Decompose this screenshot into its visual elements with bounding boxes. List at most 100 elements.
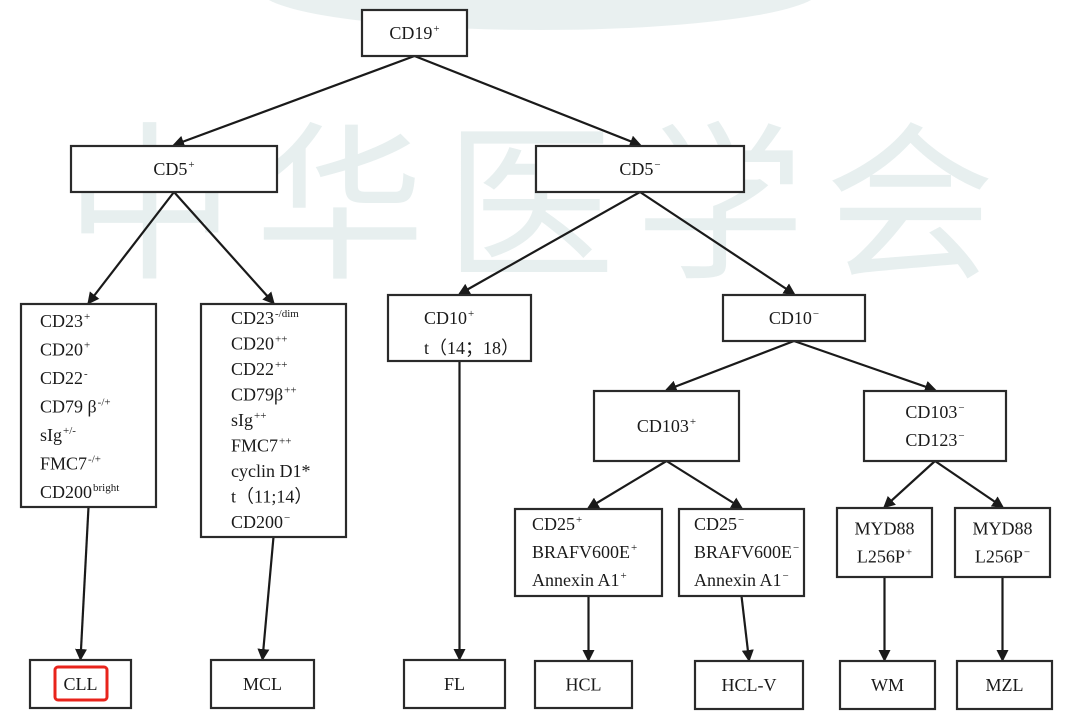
node-mcl: MCL: [209, 658, 316, 710]
node-label-line: BRAFV600E−: [694, 542, 799, 562]
node-cd103pos: CD103+: [592, 389, 741, 463]
node-label-line: CD20++: [231, 334, 287, 354]
node-box: [955, 659, 1054, 711]
marker-name: CD5: [153, 159, 187, 179]
marker-name: BRAFV600E: [532, 542, 630, 562]
node-label-line: MZL: [986, 675, 1024, 695]
node-hclv: HCL-V: [693, 659, 805, 711]
marker-name: CD5: [619, 159, 653, 179]
edge-cd5neg-to-cd10pos: [457, 191, 641, 295]
marker-expression-superscript: −: [783, 570, 789, 582]
node-label-line: CD79 β-/+: [40, 397, 111, 417]
marker-name: L256P: [975, 547, 1023, 567]
node-label-line: CD10+: [424, 308, 474, 328]
node-label-line: L256P−: [975, 547, 1030, 567]
marker-expression-superscript: +: [621, 570, 627, 582]
node-label-line: CD200−: [231, 512, 290, 532]
node-label-line: CLL: [64, 674, 98, 694]
node-box: [69, 144, 279, 194]
node-box: [19, 302, 158, 509]
marker-expression-superscript: −: [958, 402, 964, 414]
node-cd5pos: CD5+: [69, 144, 279, 194]
node-box: [199, 302, 348, 539]
marker-name: Annexin A1: [694, 570, 782, 590]
marker-name: MCL: [243, 674, 282, 694]
node-label-line: L256P+: [857, 547, 912, 567]
watermark-text: 中华医学会: [65, 108, 1015, 306]
edge-cd5neg-to-cd10neg: [639, 191, 796, 296]
node-label-line: Annexin A1+: [532, 570, 627, 590]
marker-name: CD200: [231, 512, 283, 532]
node-box: [209, 658, 316, 710]
marker-expression-superscript: −: [654, 159, 660, 171]
marker-name: sIg: [231, 410, 253, 430]
marker-name: HCL: [566, 675, 602, 695]
node-mcl_markers: CD23-/dimCD20++CD22++CD79β++sIg++FMC7++c…: [199, 302, 348, 539]
marker-expression-superscript: -/+: [88, 454, 101, 466]
marker-name: CD19: [389, 23, 432, 43]
marker-expression-superscript: ++: [284, 385, 296, 397]
node-label-line: CD22++: [231, 359, 287, 379]
marker-name: MYD88: [854, 519, 914, 539]
node-label-line: CD10−: [769, 308, 819, 328]
marker-name: CD23: [40, 311, 83, 331]
marker-name: CLL: [64, 674, 98, 694]
marker-name: BRAFV600E: [694, 542, 792, 562]
node-label-line: HCL: [566, 675, 602, 695]
node-hcl_markers: CD25+BRAFV600E+Annexin A1+: [513, 507, 664, 598]
node-box: [721, 293, 867, 343]
node-label-line: CD103+: [637, 416, 696, 436]
node-box: [862, 389, 1008, 463]
edge-cd10neg-to-cd103pos: [664, 339, 795, 393]
marker-name: CD103: [637, 416, 689, 436]
node-box: [838, 659, 937, 711]
marker-expression-superscript: +/-: [63, 425, 76, 437]
node-box: [402, 658, 507, 710]
marker-expression-superscript: +: [84, 340, 90, 352]
marker-expression-superscript: +: [906, 547, 912, 559]
node-cd19: CD19+: [360, 8, 469, 58]
node-label-line: BRAFV600E+: [532, 542, 637, 562]
edge-cd10neg-to-cd103neg: [793, 339, 937, 393]
node-label-line: CD5−: [619, 159, 660, 179]
marker-expression-superscript: +: [468, 308, 474, 320]
node-box: [386, 293, 533, 363]
nodes-layer: CD19+CD5+CD5−CD23+CD20+CD22-CD79 β-/+sIg…: [19, 8, 1054, 711]
node-label-line: CD25+: [532, 514, 582, 534]
node-label-line: cyclin D1*: [231, 461, 310, 481]
marker-expression-superscript: −: [958, 430, 964, 442]
node-box: [592, 389, 741, 463]
node-cll: CLL: [28, 658, 133, 710]
node-label-line: CD79β++: [231, 385, 297, 405]
highlight-outline: [53, 665, 109, 702]
marker-name: FMC7: [40, 454, 87, 474]
marker-name: cyclin D1*: [231, 461, 310, 481]
node-label-line: Annexin A1−: [694, 570, 789, 590]
node-label-line: CD25−: [694, 514, 744, 534]
node-box: [953, 506, 1052, 579]
edge-cd103pos-to-hclv_markers: [665, 460, 744, 510]
node-box: [533, 659, 634, 710]
marker-expression-superscript: +: [576, 514, 582, 526]
node-wm: WM: [838, 659, 937, 711]
node-mzl: MZL: [955, 659, 1054, 711]
node-label-line: CD123−: [905, 430, 964, 450]
marker-name: MYD88: [972, 519, 1032, 539]
node-box: [513, 507, 664, 598]
marker-expression-superscript: +: [433, 23, 439, 35]
node-cd10neg: CD10−: [721, 293, 867, 343]
marker-name: sIg: [40, 425, 62, 445]
node-box: [677, 507, 806, 598]
marker-expression-superscript: −: [738, 514, 744, 526]
marker-expression-superscript: ++: [275, 334, 287, 346]
node-fl: FL: [402, 658, 507, 710]
marker-name: CD79β: [231, 385, 283, 405]
node-label-line: CD23-/dim: [231, 308, 299, 328]
marker-name: CD79 β: [40, 397, 97, 417]
marker-expression-superscript: −: [813, 308, 819, 320]
marker-expression-superscript: +: [631, 542, 637, 554]
marker-name: CD123: [905, 430, 957, 450]
node-box: [693, 659, 805, 711]
